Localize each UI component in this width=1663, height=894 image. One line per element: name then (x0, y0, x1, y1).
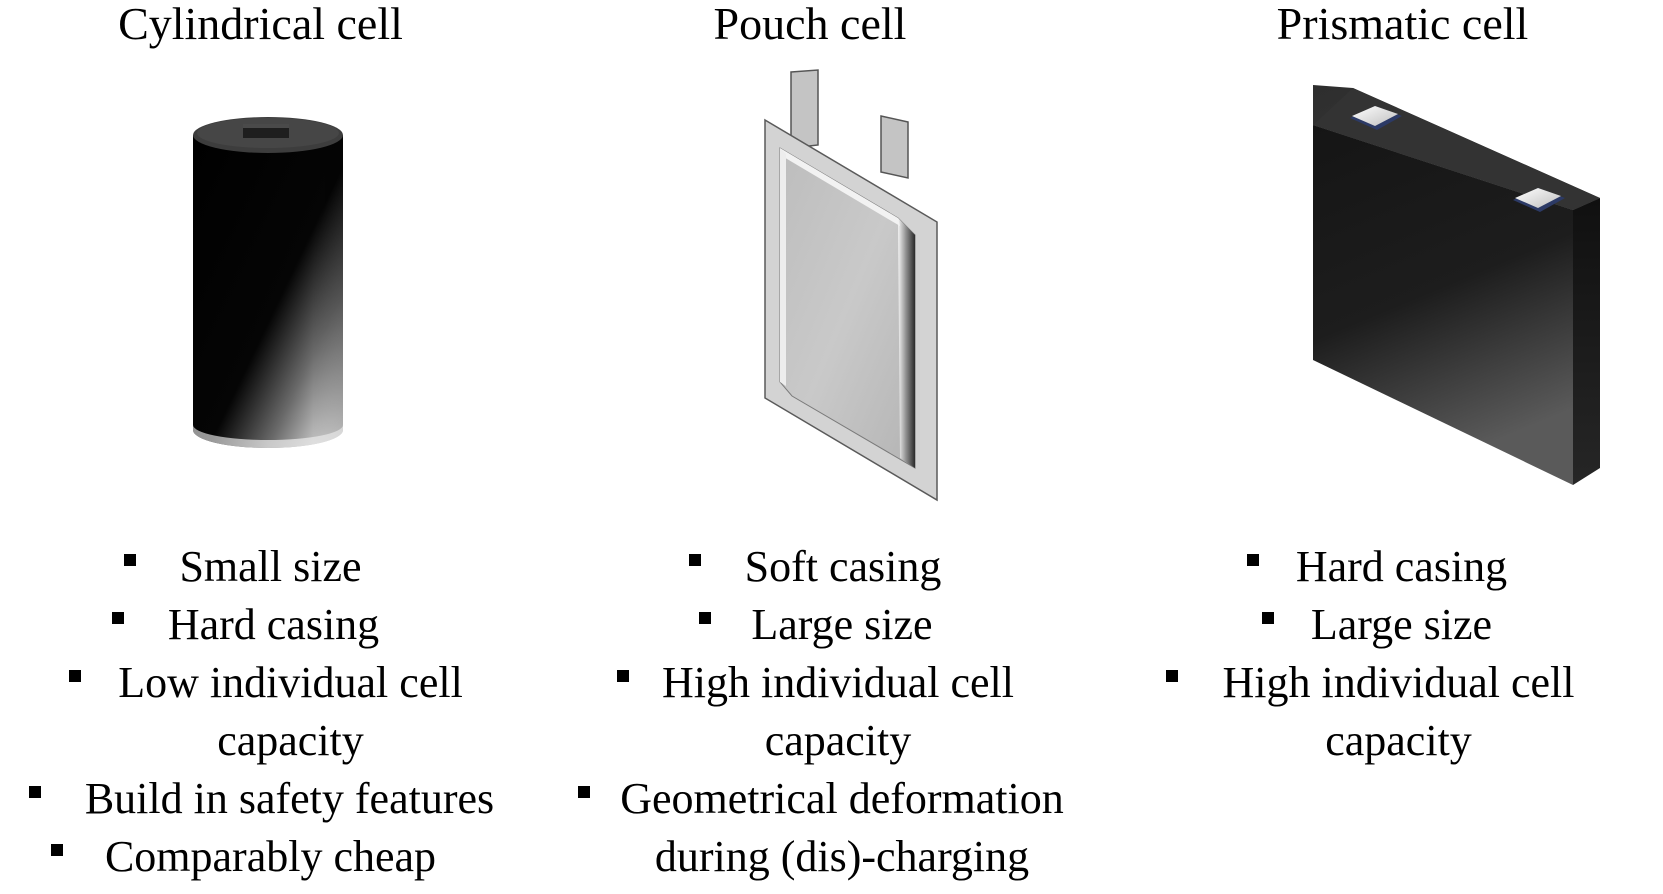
bullet-icon (578, 786, 590, 798)
bullet-icon (50, 844, 63, 856)
feature-text: Hard casing (167, 600, 380, 649)
feature-text: Low individual cell capacity (118, 658, 463, 765)
feature-text: Comparably cheap (104, 832, 437, 881)
list-item: Large size (1130, 596, 1663, 654)
bullet-icon (688, 554, 701, 566)
feature-text: Small size (179, 542, 362, 591)
feature-text: Build in safety features (84, 774, 495, 823)
list-item: Build in safety features (0, 770, 545, 828)
prismatic-cell-column: Prismatic cell (1130, 0, 1663, 894)
cylindrical-cell-column: Cylindrical cell (0, 0, 545, 894)
bullet-icon (124, 554, 137, 566)
cylindrical-cell-title: Cylindrical cell (118, 0, 403, 49)
bullet-icon (617, 670, 629, 682)
prismatic-cell-icon (1313, 85, 1600, 485)
list-item: High individual cell capacity (1130, 654, 1663, 770)
feature-text: Large size (1310, 600, 1493, 649)
list-item: Small size (0, 538, 545, 596)
pouch-cell-title: Pouch cell (713, 0, 907, 49)
list-item: Soft casing (560, 538, 1120, 596)
bullet-icon (699, 612, 712, 624)
feature-text: Large size (751, 600, 933, 649)
cylindrical-cell-features: Small size Hard casing Low individual ce… (0, 538, 545, 886)
list-item: Comparably cheap (0, 828, 545, 886)
bullet-icon (111, 612, 124, 624)
pouch-cell-column: Pouch cell (560, 0, 1120, 894)
list-item: High individual cell capacity (560, 654, 1120, 770)
bullet-icon (28, 786, 41, 798)
feature-text: Geometrical deformation during (dis)-cha… (620, 774, 1064, 881)
pouch-cell-features: Soft casing Large size High individual c… (560, 538, 1120, 886)
feature-text: Hard casing (1295, 542, 1508, 591)
feature-text: Soft casing (744, 542, 942, 591)
cylindrical-cell-icon (193, 117, 343, 448)
list-item: Large size (560, 596, 1120, 654)
prismatic-cell-features: Hard casing Large size High individual c… (1130, 538, 1663, 770)
list-item: Low individual cell capacity (0, 654, 545, 770)
feature-text: High individual cell capacity (1222, 658, 1575, 765)
feature-text: High individual cell capacity (662, 658, 1014, 765)
pouch-cell-icon (764, 69, 938, 502)
list-item: Hard casing (0, 596, 545, 654)
list-item: Geometrical deformation during (dis)-cha… (560, 770, 1120, 886)
bullet-icon (1246, 554, 1259, 566)
bullet-icon (1165, 670, 1178, 682)
bullet-icon (68, 670, 81, 682)
prismatic-cell-title: Prismatic cell (1276, 0, 1529, 49)
list-item: Hard casing (1130, 538, 1663, 596)
bullet-icon (1261, 612, 1274, 624)
